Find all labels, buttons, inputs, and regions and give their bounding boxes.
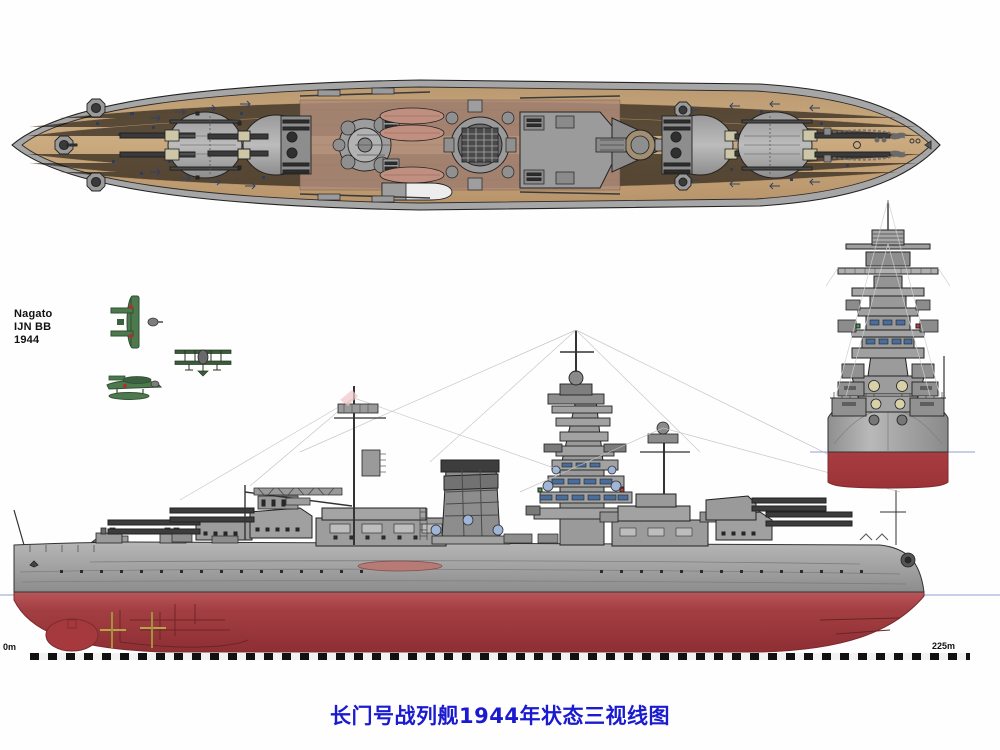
funnel-profile <box>419 459 511 545</box>
secondary-sponson-front <box>831 363 945 417</box>
scale-label-max: 225m <box>932 641 956 651</box>
main-turret-plan-1 <box>119 111 243 180</box>
aircraft-rail-plan <box>827 129 906 161</box>
funnel-plan <box>443 99 517 191</box>
pagoda-mast-front <box>837 200 939 377</box>
scale-bar <box>30 653 970 660</box>
figure-caption: 长门号战列舰1944年状态三视线图 <box>330 704 670 728</box>
searchlight <box>430 514 504 536</box>
main-turret-front <box>851 375 925 413</box>
floatplane-side-icon <box>106 375 163 400</box>
motor-launch <box>381 182 453 201</box>
ship-annotation-block: Nagato IJN BB 1944 <box>14 308 52 347</box>
aft-superstructure-profile <box>599 421 719 547</box>
aa-mount-plan <box>54 98 692 192</box>
stern-fittings <box>880 490 906 545</box>
ensign-flag <box>340 390 358 406</box>
scale-label-zero: 0m <box>3 642 17 652</box>
ships-boat <box>379 107 445 184</box>
main-turret-profile-4 <box>705 495 827 521</box>
floatplane-monoplane-icon <box>110 295 163 349</box>
main-turret-plan-4 <box>737 111 891 179</box>
midship-deckhouse <box>315 507 447 572</box>
annotation-navy-type: IJN BB <box>14 321 52 333</box>
main-turret-plan-2 <box>207 114 312 176</box>
foremast-profile <box>334 386 386 545</box>
porthole-row <box>60 570 863 573</box>
main-turret-profile-1 <box>107 517 253 541</box>
annotation-year: 1944 <box>14 334 40 346</box>
annotation-ship-name: Nagato <box>14 308 53 320</box>
biplane-front-icon <box>174 349 232 377</box>
funnel-cap <box>440 459 500 473</box>
bridge-window <box>539 462 629 501</box>
hull-underwater <box>13 591 925 653</box>
